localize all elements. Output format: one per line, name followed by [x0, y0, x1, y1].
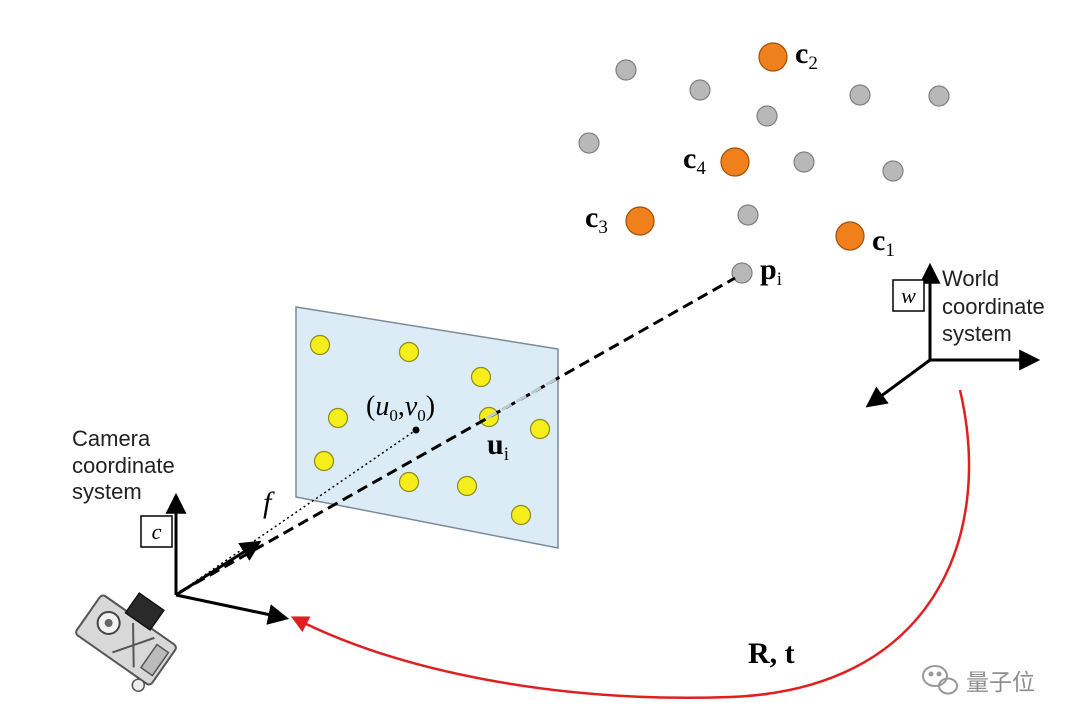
- watermark-label: 量子位: [966, 670, 1035, 696]
- world-point: [689, 79, 711, 101]
- camera-frame-title-line: Camera: [72, 426, 151, 451]
- image-point: [510, 504, 532, 526]
- world-point: [578, 132, 600, 154]
- label-c2: c2: [795, 37, 818, 74]
- world-point: [756, 105, 778, 127]
- projection-ray: [179, 276, 736, 594]
- principal-point: [412, 426, 420, 434]
- world-point: [928, 85, 950, 107]
- image-point: [470, 366, 492, 388]
- label-c3: c3: [585, 201, 608, 238]
- world-point-pi: [731, 262, 753, 284]
- world-axis-y: [865, 358, 931, 408]
- wechat-icon: [922, 665, 958, 695]
- image-point: [529, 418, 551, 440]
- camera-axis-x: [175, 593, 290, 625]
- world-point: [793, 151, 815, 173]
- world-frame-symbol: w: [901, 283, 916, 308]
- control-point-c4: [720, 147, 750, 177]
- label-focal-length: f: [263, 486, 275, 519]
- image-point: [309, 334, 331, 356]
- image-point: [398, 341, 420, 363]
- watermark: 量子位: [922, 665, 1035, 696]
- camera-frame-title-line: coordinate: [72, 453, 175, 478]
- control-point-c2: [758, 42, 788, 72]
- image-point: [456, 475, 478, 497]
- world-frame-axes: [865, 262, 1041, 408]
- world-frame-title-line: coordinate: [942, 294, 1045, 319]
- world-frame-title: World coordinate system: [942, 266, 1051, 346]
- label-principal-point: (u0,v0): [366, 391, 435, 425]
- image-point: [313, 450, 335, 472]
- world-frame-title-line: system: [942, 321, 1012, 346]
- world-point: [615, 59, 637, 81]
- camera-frame-title: Camera coordinate system: [72, 426, 181, 504]
- world-point: [849, 84, 871, 106]
- image-point: [398, 471, 420, 493]
- camera-icon: [75, 592, 177, 692]
- camera-frame-symbol-box: [140, 515, 173, 548]
- world-point: [737, 204, 759, 226]
- control-point-c3: [625, 206, 655, 236]
- camera-axis-z: [175, 540, 262, 597]
- image-points: [309, 334, 551, 526]
- label-c1: c1: [872, 224, 895, 261]
- control-point-c1: [835, 221, 865, 251]
- transform-curve: [290, 389, 971, 699]
- control-points: [625, 42, 865, 251]
- label-transform: R, t: [748, 637, 795, 670]
- label-c4: c4: [683, 142, 706, 179]
- label-ui: ui: [487, 428, 509, 465]
- camera-frame-title-line: system: [72, 479, 142, 504]
- label-pi: pi: [760, 253, 782, 290]
- camera-frame-axes: [165, 492, 290, 625]
- world-frame-title-line: World: [942, 266, 999, 291]
- world-points: [578, 59, 950, 284]
- image-point: [327, 407, 349, 429]
- projection-ray-behind-plane: [486, 376, 559, 420]
- camera-frame-symbol: c: [152, 519, 162, 544]
- world-point: [882, 160, 904, 182]
- world-frame-symbol-box: [892, 279, 925, 312]
